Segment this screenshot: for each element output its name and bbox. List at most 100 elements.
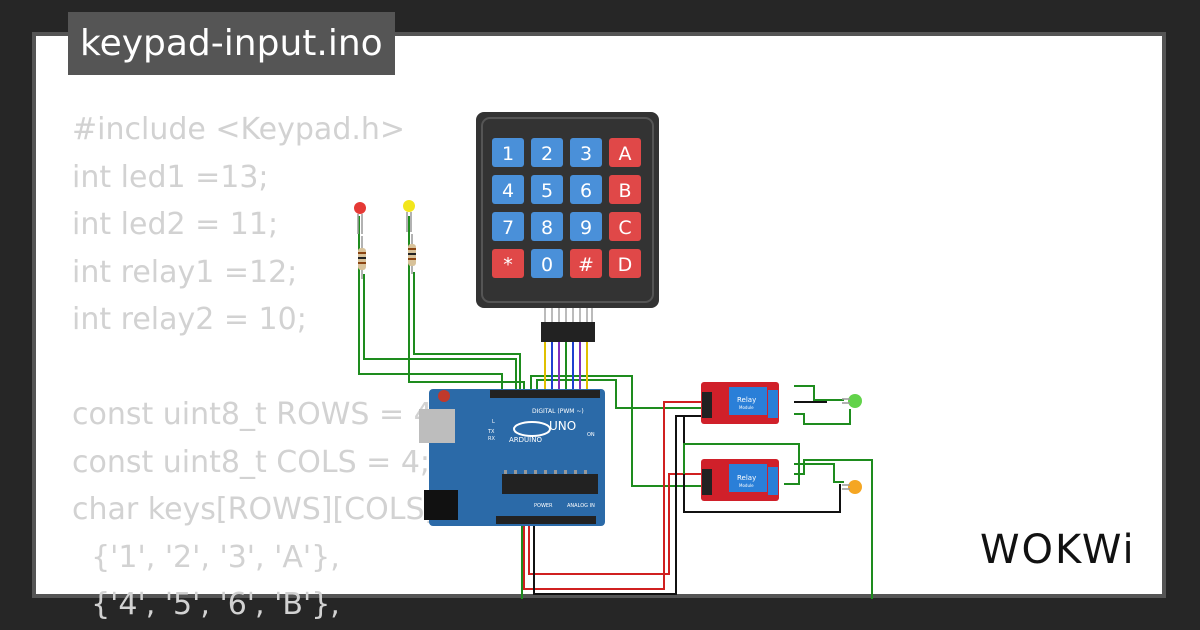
keypad-key-face [609,175,641,204]
keypad-key-face [570,249,602,278]
code-line: #include <Keypad.h> [72,112,406,147]
keypad-key[interactable]: # [570,249,602,278]
keypad-key-face [531,138,563,167]
relay-sublabel: Module [739,405,754,410]
wokwi-logo: WOKWi [980,527,1136,573]
led-yellow [403,200,415,232]
wire [683,443,800,485]
keypad-key-label: * [503,254,513,276]
keypad-key-label: 3 [580,143,592,165]
keypad-key-label: 8 [541,217,553,239]
wire [413,272,521,391]
led-green [842,394,862,408]
keypad-key-face [492,175,524,204]
keypad-key[interactable]: D [609,249,641,278]
code-line: const uint8_t COLS = 4; [72,444,431,480]
keypad-key[interactable]: 7 [492,212,524,241]
keypad-key[interactable]: B [609,175,641,204]
relay-block [729,387,767,415]
code-line: int relay2 = 10; [72,302,307,337]
keypad-key[interactable]: 6 [570,175,602,204]
wires [358,216,873,599]
keypad-key[interactable]: 4 [492,175,524,204]
digital-label: DIGITAL (PWM ~) [532,408,584,415]
keypad-key-label: C [618,217,631,239]
tx-label: TX [487,429,495,435]
keypad-key-face [609,249,641,278]
resistor-1 [358,236,366,279]
digital-header [490,390,600,398]
relay-module-1: Relay Module [701,382,779,424]
wire [794,385,844,401]
relay-terminal [768,390,778,418]
l-label: L [492,419,495,425]
keypad-key-face [492,212,524,241]
wire [794,463,844,483]
power-jack [424,490,458,520]
wire [528,473,704,575]
relay-label: Relay [737,396,756,404]
relay-pin-header [702,469,712,495]
wire [536,379,704,409]
reset-button [438,390,450,402]
keypad-key[interactable]: 0 [531,249,563,278]
keypad-key[interactable]: 9 [570,212,602,241]
relay-label: Relay [737,474,756,482]
usb-connector [419,409,455,443]
keypad-key-label: 5 [541,180,553,202]
keypad-key-label: 4 [502,180,514,202]
keypad-key[interactable]: * [492,249,524,278]
keypad-key-label: 6 [580,180,592,202]
keypad-key[interactable]: 2 [531,138,563,167]
code-preview: #include <Keypad.h>int led1 =13;int led2… [72,106,500,629]
chip-pins [504,470,587,474]
keypad-key-label: 7 [502,217,514,239]
keypad-key-label: A [619,143,632,165]
power-label: POWER [534,503,553,509]
keypad-key-face [492,249,524,278]
keypad-key-face [609,138,641,167]
arduino-logo-icon [513,421,551,437]
power-header [496,516,596,524]
led-orange [842,480,862,494]
code-line: const uint8_t ROWS = 4; [72,397,443,432]
wire [363,274,517,391]
keypad-key[interactable]: 1 [492,138,524,167]
keypad-key[interactable]: 5 [531,175,563,204]
atmega-chip [502,474,598,494]
code-line: int led2 = 11; [72,207,279,242]
wire [533,415,704,595]
preview-card: #include <Keypad.h>int led1 =13;int led2… [32,32,1166,622]
wire [408,216,525,391]
arduino-uno-board: DIGITAL (PWM ~) UNO ARDUINO ON L TX RX P… [419,389,605,526]
keypad-key-face [531,212,563,241]
keypad-key-label: B [618,180,631,202]
relay-block [729,464,767,492]
on-label: ON [587,432,595,438]
keypad-key[interactable]: C [609,212,641,241]
keypad-key-face [531,249,563,278]
keypad-key-face [570,212,602,241]
keypad-key-label: 1 [502,143,514,165]
keypad-key[interactable]: 3 [570,138,602,167]
keypad-key-label: # [578,254,594,276]
code-line: int relay1 =12; [72,254,298,290]
keypad-key-face [492,138,524,167]
relay-module-2: Relay Module [701,459,779,501]
keypad-key-face [609,212,641,241]
keypad-key[interactable]: 8 [531,212,563,241]
keypad-key-label: D [618,254,633,276]
keypad-key-label: 0 [541,254,553,276]
relay-sublabel: Module [739,483,754,488]
keypad-key-face [531,175,563,204]
code-line: {'4', '5', '6', 'B'}, [72,587,340,622]
analog-label: ANALOG IN [567,503,595,509]
project-title: keypad-input.ino [68,12,395,75]
keypad-key[interactable]: A [609,138,641,167]
keypad-key-face [570,138,602,167]
code-line: {'1', '2', '3', 'A'}, [72,539,340,575]
led-red [354,202,366,234]
wire [530,375,704,487]
keypad-key-label: 9 [580,217,592,239]
